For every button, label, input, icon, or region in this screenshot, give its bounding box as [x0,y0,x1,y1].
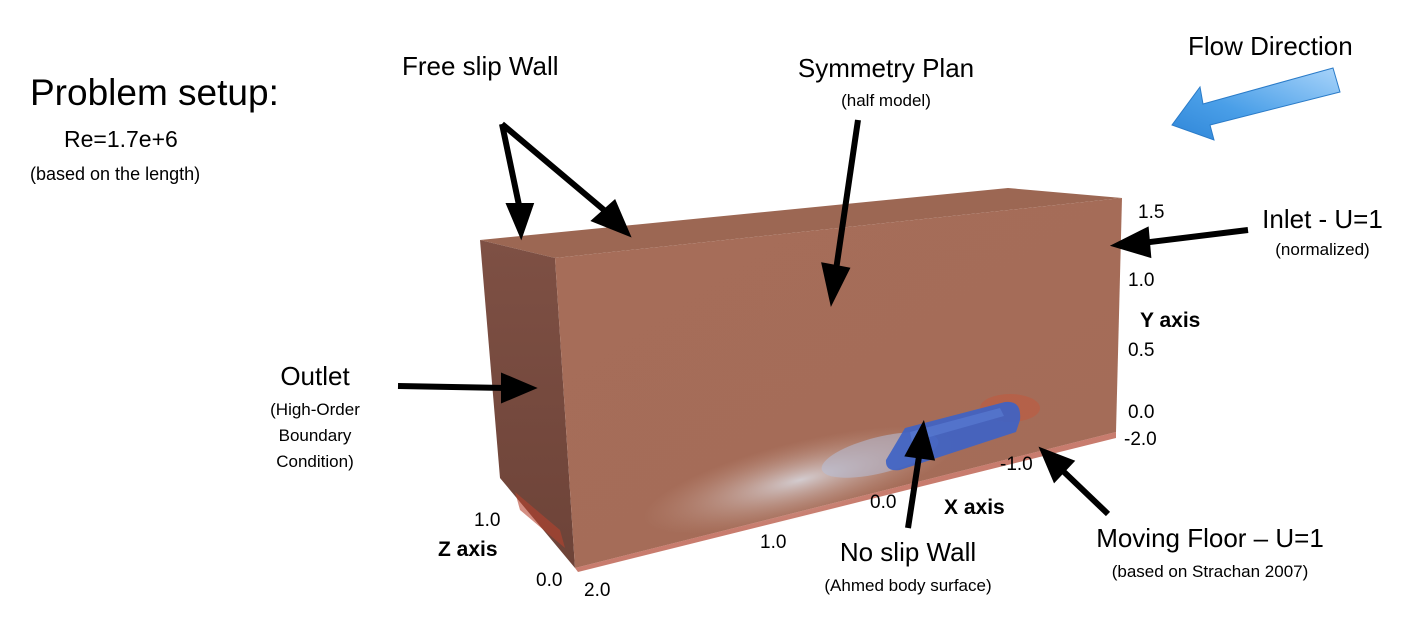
z-axis-label: Z axis [438,538,498,561]
outlet-note-3: Condition) [276,452,354,471]
x-tick-1: 1.0 [760,532,787,553]
y-tick-1-0: 1.0 [1128,270,1155,291]
flow-direction-label: Flow Direction [1188,31,1353,61]
z-tick-1: 1.0 [474,510,501,531]
no-slip-note: (Ahmed body surface) [824,576,992,595]
y-tick-0-5: 0.5 [1128,340,1155,361]
z-tick-0: 0.0 [536,570,563,591]
y-tick-0-0: 0.0 [1128,402,1155,423]
outlet-note-2: Boundary [278,426,352,445]
domain-top-face [480,188,1122,258]
outlet-note-1: (High-Order [270,400,360,419]
outlet-bottom-red [515,492,565,548]
x-tick-0: 0.0 [870,492,897,513]
flow-direction-arrow [1171,67,1341,141]
x-tick-2: 2.0 [584,580,611,601]
moving-floor-note: (based on Strachan 2007) [1111,562,1309,581]
outlet-label: Outlet [280,361,350,391]
symmetry-label: Symmetry Plan [797,53,975,83]
x-axis-label: X axis [944,496,1005,519]
symmetry-note: (half model) [841,91,931,110]
reynolds-number: Re=1.7e+6 [64,126,178,152]
domain-outlet-face [480,240,575,568]
y-axis-label: Y axis [1140,309,1201,332]
reynolds-note: (based on the length) [30,164,201,184]
moving-floor-label: Moving Floor – U=1 [1096,523,1324,553]
x-tick-neg-2: -2.0 [1124,429,1157,450]
no-slip-label: No slip Wall [839,537,977,567]
y-tick-1-5: 1.5 [1138,202,1165,223]
problem-setup-title: Problem setup: [30,72,279,113]
free-slip-label: Free slip Wall [402,51,559,81]
ahmed-body-highlight [910,408,1004,442]
x-tick-neg-1: -1.0 [1000,454,1033,475]
inlet-label: Inlet - U=1 [1262,204,1383,234]
inlet-note: (normalized) [1275,240,1370,259]
